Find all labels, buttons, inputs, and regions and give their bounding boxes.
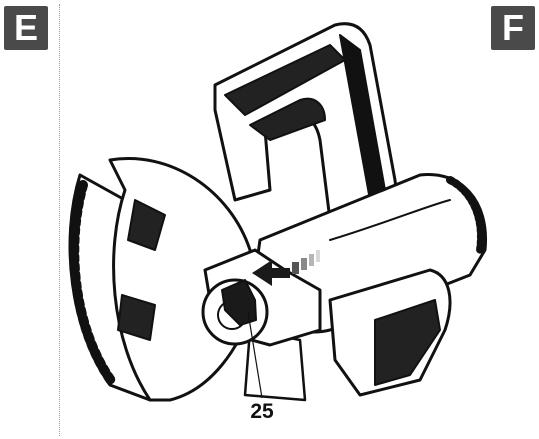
section-badge-e: E (4, 6, 48, 50)
saw-illustration (68, 22, 488, 402)
section-badge-f: F (491, 6, 535, 50)
direction-arrow (252, 250, 320, 286)
section-divider (59, 4, 60, 436)
part-number-callout: 25 (250, 400, 274, 423)
blade-teeth (69, 180, 117, 387)
callout-leader (247, 311, 263, 399)
lock-knob (221, 279, 257, 326)
